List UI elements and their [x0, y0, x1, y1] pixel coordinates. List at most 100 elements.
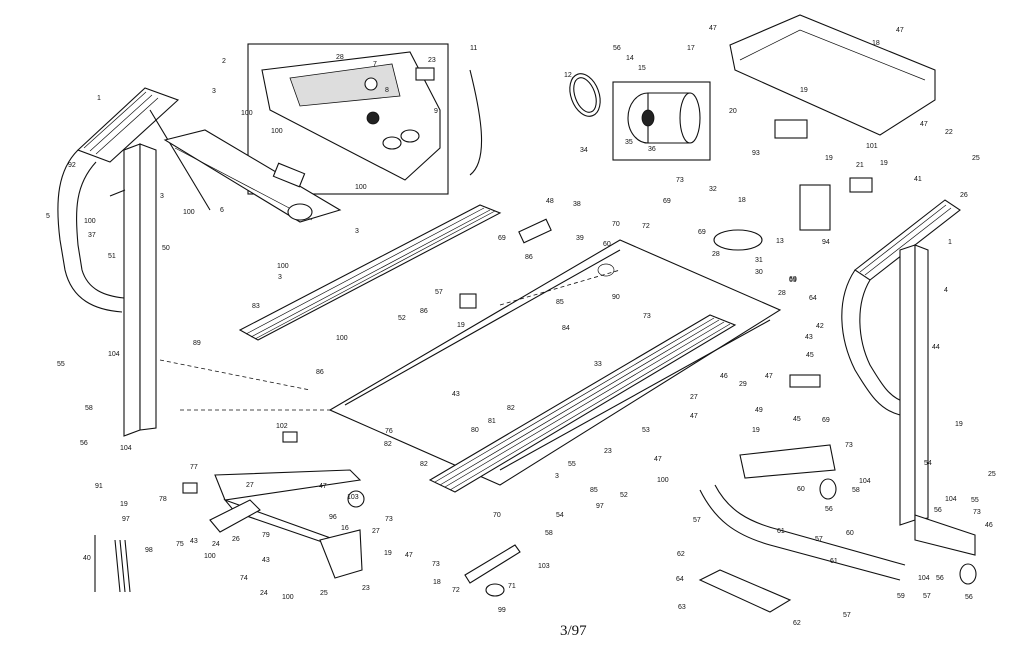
- part-label: 82: [420, 461, 428, 468]
- part-label: 63: [678, 604, 686, 611]
- left-upright-handrail: [57, 87, 211, 437]
- part-label: 61: [777, 528, 785, 535]
- part-label: 58: [85, 405, 93, 412]
- part-label: 18: [738, 197, 746, 204]
- part-label: 100: [282, 594, 294, 601]
- part-label: 55: [57, 361, 65, 368]
- part-label: 46: [720, 373, 728, 380]
- part-label: 80: [471, 427, 479, 434]
- part-label: 100: [183, 209, 195, 216]
- part-label: 9: [434, 108, 438, 115]
- part-label: 100: [277, 263, 289, 270]
- part-label: 16: [341, 525, 349, 532]
- part-label: 58: [545, 530, 553, 537]
- part-label: 40: [83, 555, 91, 562]
- part-label: 11: [470, 45, 477, 52]
- part-label: 58: [852, 487, 860, 494]
- part-label: 64: [676, 576, 684, 583]
- part-label: 62: [793, 620, 801, 627]
- part-label: 59: [897, 593, 905, 600]
- part-label: 64: [809, 295, 817, 302]
- part-label: 100: [204, 553, 216, 560]
- part-label: 94: [822, 239, 830, 246]
- part-label: 57: [815, 536, 823, 543]
- part-label: 23: [362, 585, 370, 592]
- part-label: 41: [914, 176, 922, 183]
- part-label: 46: [985, 522, 993, 529]
- part-label: 31: [755, 257, 763, 264]
- part-label: 25: [320, 590, 328, 597]
- side-rail-left: [238, 204, 502, 341]
- part-label: 75: [176, 541, 184, 548]
- part-label: 57: [923, 593, 931, 600]
- part-label: 29: [739, 381, 747, 388]
- part-label: 7: [373, 61, 377, 68]
- part-label: 24: [212, 541, 220, 548]
- part-label: 97: [596, 503, 604, 510]
- motor-hood: [729, 14, 936, 136]
- part-label: 54: [556, 512, 564, 519]
- part-label: 102: [276, 423, 288, 430]
- part-label: 2: [222, 58, 226, 65]
- part-label: 82: [384, 441, 392, 448]
- part-label: 100: [271, 128, 283, 135]
- part-label: 3: [212, 88, 216, 95]
- part-label: 73: [845, 442, 853, 449]
- part-label: 26: [232, 536, 240, 543]
- part-label: 97: [122, 516, 130, 523]
- part-label: 96: [329, 514, 337, 521]
- drive-belt: [569, 73, 601, 117]
- part-label: 85: [590, 487, 598, 494]
- part-label: 51: [108, 253, 116, 260]
- part-label: 47: [319, 483, 327, 490]
- part-label: 22: [945, 129, 953, 136]
- part-label: 45: [793, 416, 801, 423]
- part-label: 47: [896, 27, 904, 34]
- part-label: 3: [555, 473, 559, 480]
- part-number-labels: 1 23 100 100 28 7 23 89 11 100 100 63 3 100 3 9 25 100 3 75…: [46, 25, 996, 627]
- side-rail-right: [428, 314, 737, 493]
- part-label: 55: [568, 461, 576, 468]
- part-label: 62: [677, 551, 685, 558]
- part-label: 18: [433, 579, 441, 586]
- part-label: 43: [452, 391, 460, 398]
- part-label: 4: [944, 287, 948, 294]
- part-label: 104: [918, 575, 930, 582]
- part-label: 23: [428, 57, 436, 64]
- motor-inset: [612, 81, 711, 161]
- part-label: 32: [709, 186, 717, 193]
- part-label: 1: [97, 95, 101, 102]
- part-label: 38: [573, 201, 581, 208]
- part-label: 83: [252, 303, 260, 310]
- part-label: 47: [920, 121, 928, 128]
- part-label: 44: [932, 344, 940, 351]
- part-label: 56: [613, 45, 621, 52]
- part-label: 89: [193, 340, 201, 347]
- part-label: 69: [498, 235, 506, 242]
- part-label: 103: [347, 494, 359, 501]
- part-label: 69: [663, 198, 671, 205]
- part-label: 61: [830, 558, 838, 565]
- part-label: 78: [159, 496, 167, 503]
- part-label: 99: [498, 607, 506, 614]
- part-label: 100: [355, 184, 367, 191]
- part-label: 3: [160, 193, 164, 200]
- part-label: 34: [580, 147, 588, 154]
- part-label: 60: [846, 530, 854, 537]
- part-label: 47: [709, 25, 717, 32]
- part-label: 73: [385, 516, 393, 523]
- part-label: 24: [260, 590, 268, 597]
- part-label: 104: [945, 496, 957, 503]
- part-label: 43: [262, 557, 270, 564]
- part-label: 19: [880, 160, 888, 167]
- part-label: 57: [693, 517, 701, 524]
- part-label: 19: [800, 87, 808, 94]
- part-label: 19: [955, 421, 963, 428]
- part-label: 49: [755, 407, 763, 414]
- part-label: 28: [336, 54, 344, 61]
- part-label: 27: [246, 482, 254, 489]
- part-label: 12: [564, 72, 572, 79]
- part-label: 86: [420, 308, 428, 315]
- part-label: 28: [778, 290, 786, 297]
- part-label: 47: [690, 413, 698, 420]
